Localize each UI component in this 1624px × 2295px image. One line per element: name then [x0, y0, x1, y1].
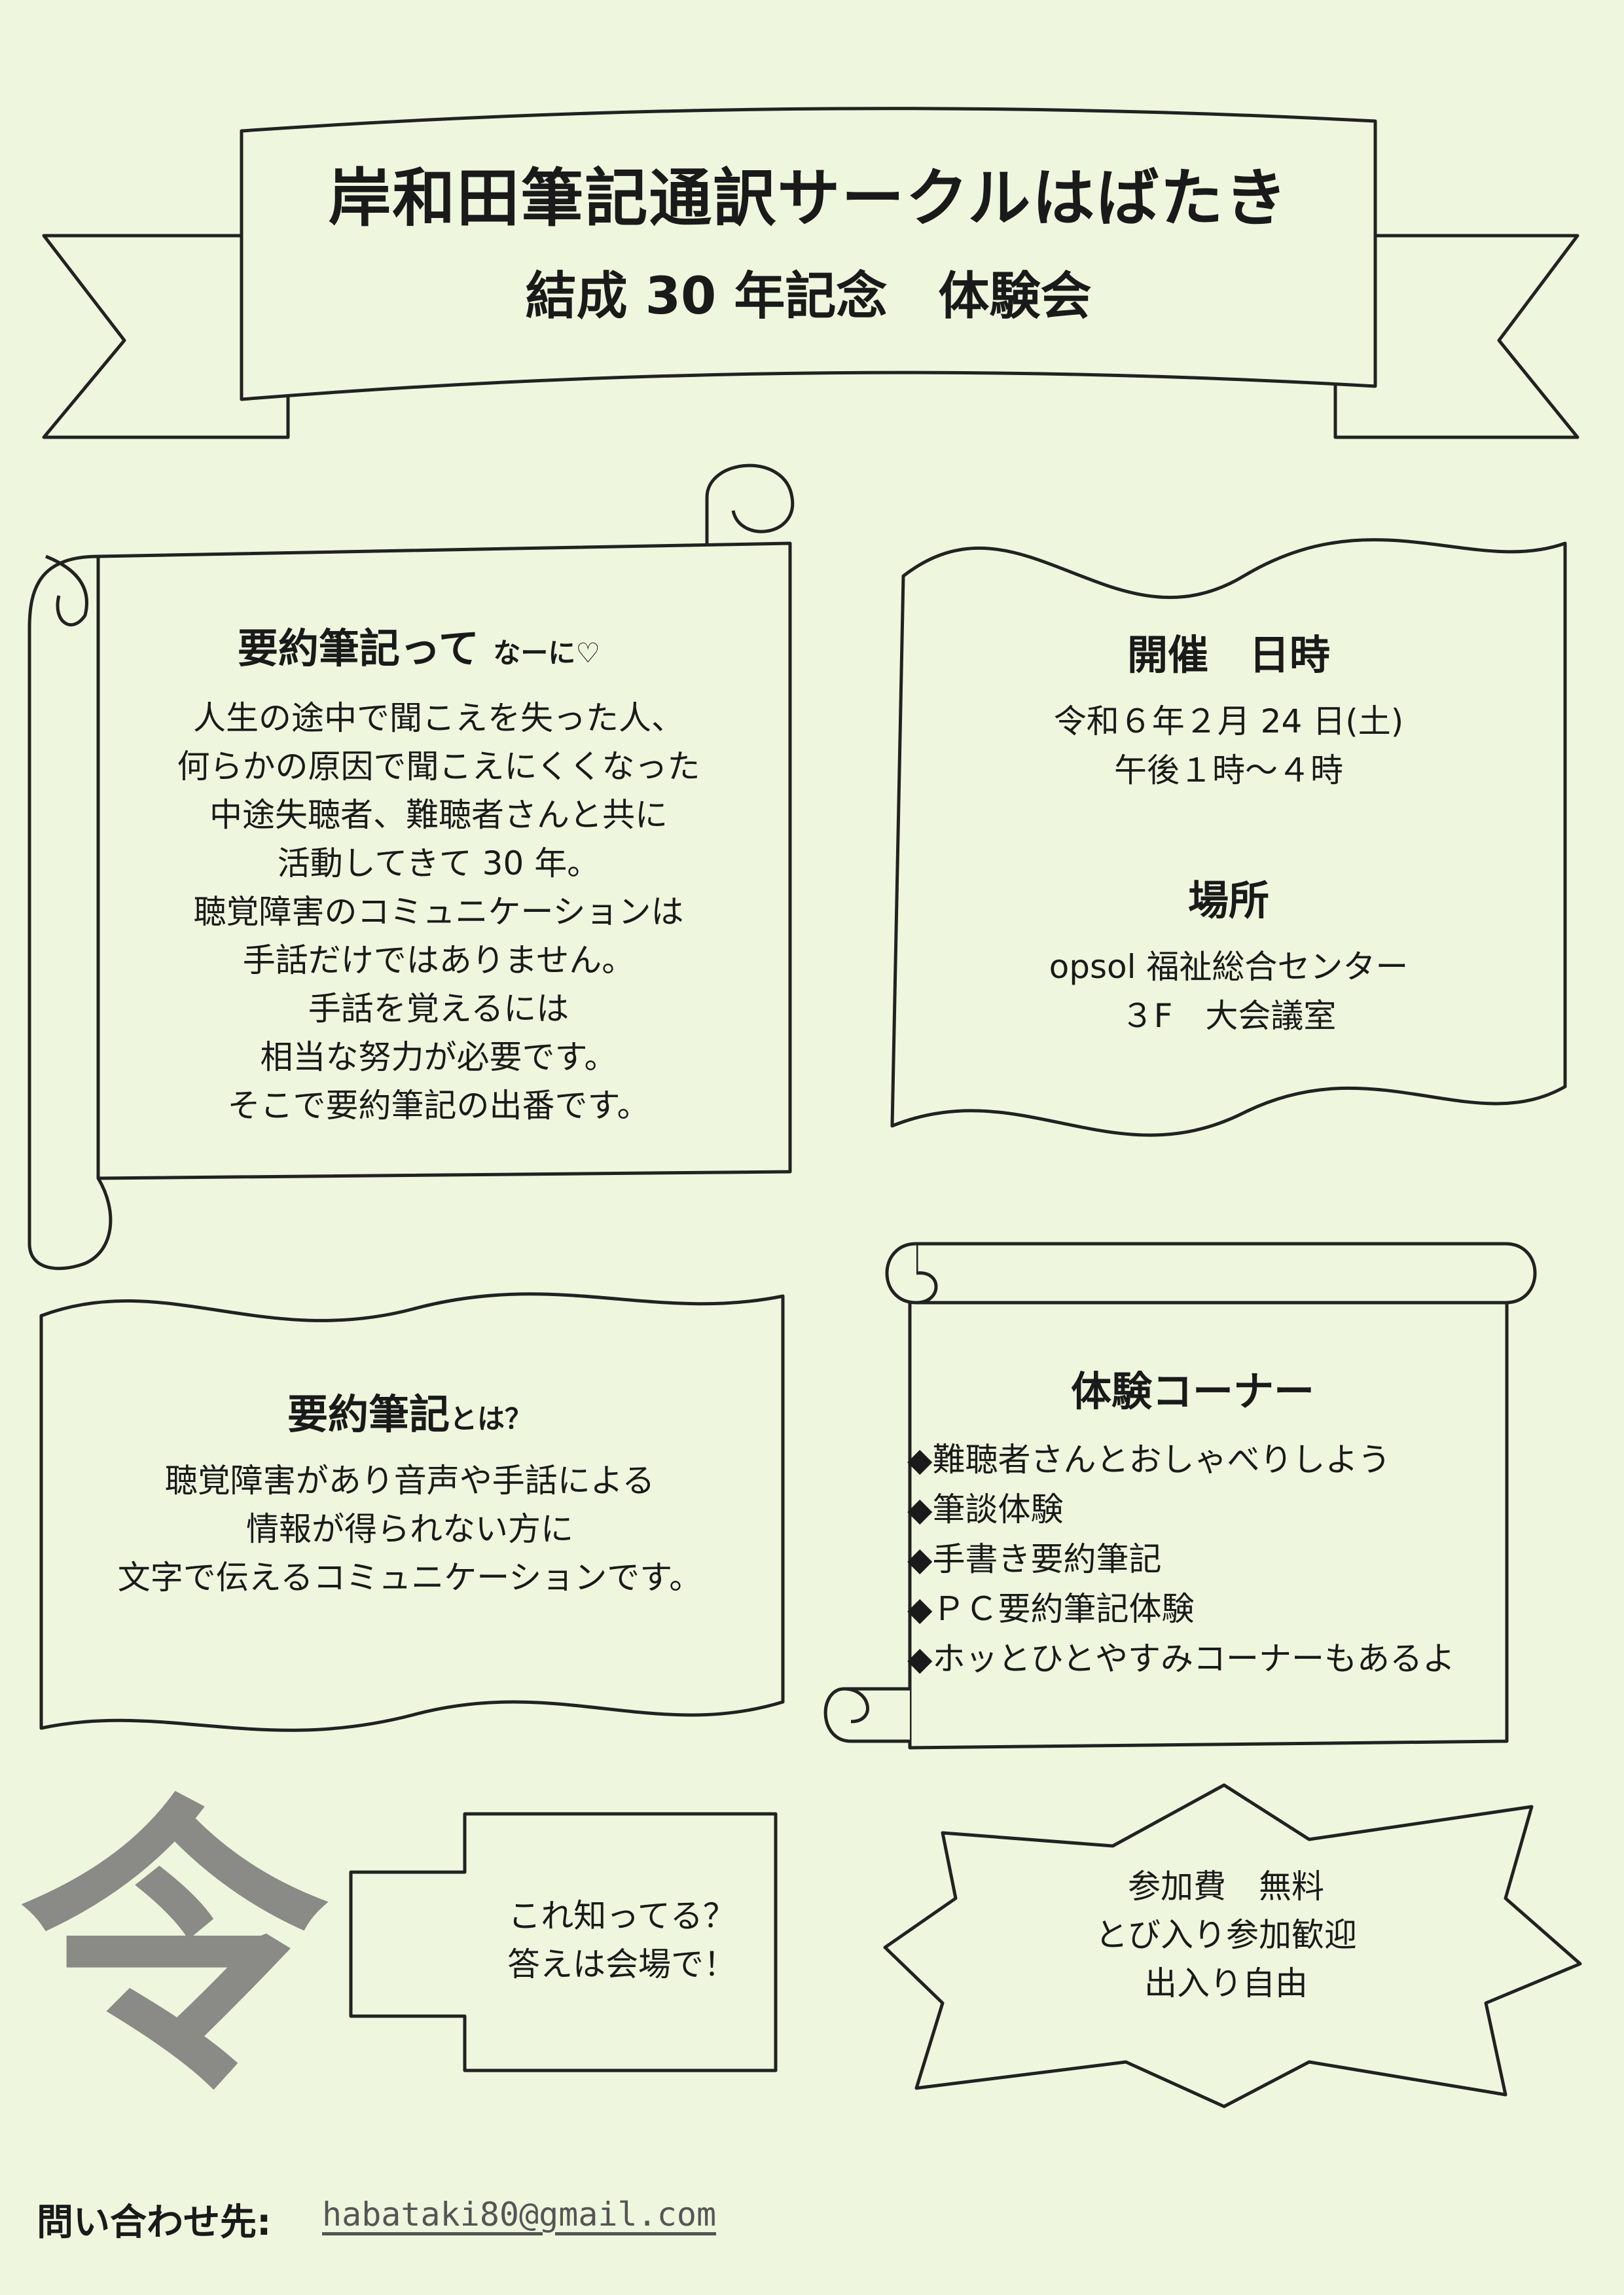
diamond-bullet-icon: ◆ — [907, 1540, 933, 1578]
arrow-quiz — [349, 1812, 778, 2072]
body-line: 中途失聴者、難聴者さんと共に — [209, 796, 668, 834]
fee-line-2: とび入り参加歓迎 — [1095, 1916, 1357, 1954]
experience-list: ◆難聴者さんとおしゃべりしよう ◆筆談体験 ◆手書き要約筆記 ◆ＰＣ要約筆記体験… — [907, 1434, 1455, 1682]
banner-main — [240, 107, 1377, 401]
contact-email-link[interactable]: habataki80@gmail.com — [322, 2196, 717, 2233]
datetime-heading: 開催 日時 — [1127, 631, 1331, 679]
fee-text: 参加費 無料 とび入り参加歓迎 出入り自由 — [1095, 1862, 1357, 2008]
body-line: 人生の途中で聞こえを失った人、 — [193, 699, 684, 737]
quiz-line-2: 答えは会場で！ — [507, 1945, 736, 1983]
place-heading: 場所 — [1187, 876, 1270, 924]
event-venue: opsol 福祉総合センター — [1049, 948, 1409, 986]
list-item: ◆難聴者さんとおしゃべりしよう — [907, 1434, 1455, 1483]
event-room: ３F 大会議室 — [1121, 997, 1337, 1035]
list-item: ◆ホッとひとやすみコーナーもあるよ — [907, 1633, 1455, 1682]
fee-line-1: 参加費 無料 — [1128, 1868, 1324, 1906]
body-line: 相当な努力が必要です。 — [260, 1038, 617, 1076]
body-line: 手話を覚えるには — [308, 990, 569, 1028]
event-time: 午後１時～４時 — [1114, 751, 1343, 789]
body-line: 手話だけではありません。 — [242, 941, 635, 979]
what-is-heading-suffix: なーに♡ — [493, 637, 601, 669]
body-line: 文字で伝えるコミュニケーションです。 — [117, 1559, 702, 1597]
event-date: 令和６年２月 24 日(土) — [1053, 702, 1404, 740]
body-line: 聴覚障害があり音声や手話による — [164, 1462, 655, 1500]
diamond-bullet-icon: ◆ — [907, 1590, 933, 1628]
banner-title: 岸和田筆記通訳サークルはばたき — [328, 162, 1289, 235]
item-text: 手書き要約筆記 — [932, 1540, 1162, 1578]
body-line: 何らかの原因で聞こえにくくなった — [177, 748, 700, 786]
body-line: 情報が得られない方に — [246, 1510, 573, 1548]
body-line: 活動してきて 30 年。 — [277, 844, 600, 882]
what-is-heading-text: 要約筆記って — [237, 624, 479, 672]
banner-subtitle: 結成 30 年記念 体験会 — [525, 267, 1092, 326]
item-text: ホッとひとやすみコーナーもあるよ — [932, 1640, 1455, 1678]
contact-label: 問い合わせ先: — [37, 2201, 272, 2244]
experience-heading: 体験コーナー — [1070, 1367, 1315, 1415]
diamond-bullet-icon: ◆ — [907, 1441, 933, 1479]
body-line: そこで要約筆記の出番です。 — [227, 1087, 650, 1125]
definition-body: 聴覚障害があり音声や手話による 情報が得られない方に 文字で伝えるコミュニケーシ… — [118, 1456, 702, 1602]
item-text: ＰＣ要約筆記体験 — [932, 1590, 1195, 1628]
what-is-body: 人生の途中で聞こえを失った人、 何らかの原因で聞こえにくくなった 中途失聴者、難… — [177, 694, 700, 1130]
list-item: ◆ＰＣ要約筆記体験 — [907, 1583, 1455, 1633]
item-text: 難聴者さんとおしゃべりしよう — [932, 1441, 1391, 1479]
list-item: ◆筆談体験 — [907, 1483, 1455, 1533]
definition-heading-suffix: とは？ — [450, 1403, 533, 1435]
star-fee — [883, 1783, 1582, 2108]
quiz-line-1: これ知ってる？ — [508, 1897, 736, 1935]
definition-heading-text: 要約筆記 — [287, 1390, 450, 1438]
wavy-definition — [39, 1292, 785, 1732]
quiz-text: これ知ってる？ 答えは会場で！ — [507, 1892, 736, 1989]
sign-symbol-image: 令 — [20, 1771, 327, 2129]
diamond-bullet-icon: ◆ — [907, 1491, 933, 1528]
wavy-event-info — [890, 538, 1567, 1137]
fee-line-3: 出入り自由 — [1144, 1964, 1308, 2002]
body-line: 聴覚障害のコミュニケーションは — [193, 893, 684, 931]
item-text: 筆談体験 — [932, 1491, 1064, 1528]
diamond-bullet-icon: ◆ — [907, 1640, 933, 1678]
what-is-heading: 要約筆記って なーに♡ — [238, 615, 600, 674]
definition-heading: 要約筆記とは？ — [287, 1381, 532, 1440]
list-item: ◆手書き要約筆記 — [907, 1533, 1455, 1583]
